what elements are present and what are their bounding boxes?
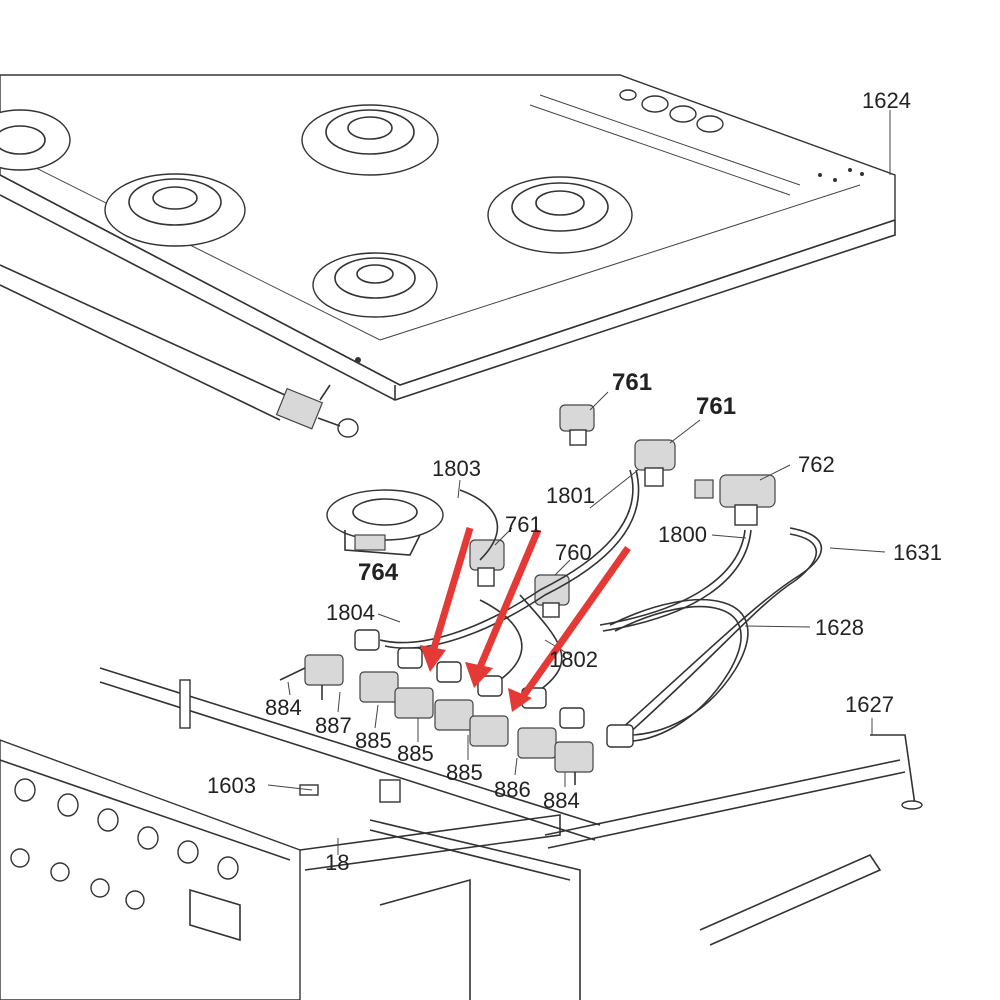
label-761-c: 761 bbox=[505, 512, 542, 537]
red-arrows bbox=[420, 526, 631, 712]
label-1800: 1800 bbox=[658, 522, 707, 547]
regulator-parts bbox=[469, 404, 776, 618]
label-885-b: 885 bbox=[397, 741, 434, 766]
label-1627: 1627 bbox=[845, 692, 894, 717]
label-884-b: 884 bbox=[543, 788, 580, 813]
label-886: 886 bbox=[494, 777, 531, 802]
label-1631: 1631 bbox=[893, 540, 942, 565]
label-761-a: 761 bbox=[612, 369, 652, 396]
label-885-a: 885 bbox=[355, 728, 392, 753]
label-1603: 1603 bbox=[207, 773, 256, 798]
label-1628: 1628 bbox=[815, 615, 864, 640]
label-884-a: 884 bbox=[265, 695, 302, 720]
tube-nuts bbox=[354, 629, 634, 748]
label-885-c: 885 bbox=[446, 760, 483, 785]
red-arrow-2 bbox=[465, 528, 542, 688]
valve-bodies bbox=[279, 654, 594, 785]
label-18: 18 bbox=[325, 850, 349, 875]
label-1803: 1803 bbox=[432, 456, 481, 481]
label-1624: 1624 bbox=[862, 88, 911, 113]
label-1804: 1804 bbox=[326, 600, 375, 625]
red-arrow-3 bbox=[508, 545, 631, 712]
label-764: 764 bbox=[358, 559, 399, 586]
left-gas-rail bbox=[0, 264, 359, 438]
part-labels: 1624 761 761 762 1803 1801 761 760 1800 … bbox=[207, 88, 942, 875]
label-760: 760 bbox=[555, 540, 592, 565]
red-arrow-1 bbox=[420, 526, 474, 672]
cooktop-panel bbox=[0, 74, 896, 401]
label-762: 762 bbox=[798, 452, 835, 477]
burner-rings bbox=[0, 104, 633, 318]
valve-bar bbox=[99, 667, 923, 849]
ring-burner-764 bbox=[326, 489, 444, 556]
label-1801: 1801 bbox=[546, 483, 595, 508]
label-761-b: 761 bbox=[696, 393, 736, 420]
manifold-assembly bbox=[99, 404, 923, 849]
label-887: 887 bbox=[315, 713, 352, 738]
knob-holes bbox=[355, 89, 864, 363]
control-panel bbox=[0, 739, 882, 1000]
label-1802: 1802 bbox=[549, 647, 598, 672]
